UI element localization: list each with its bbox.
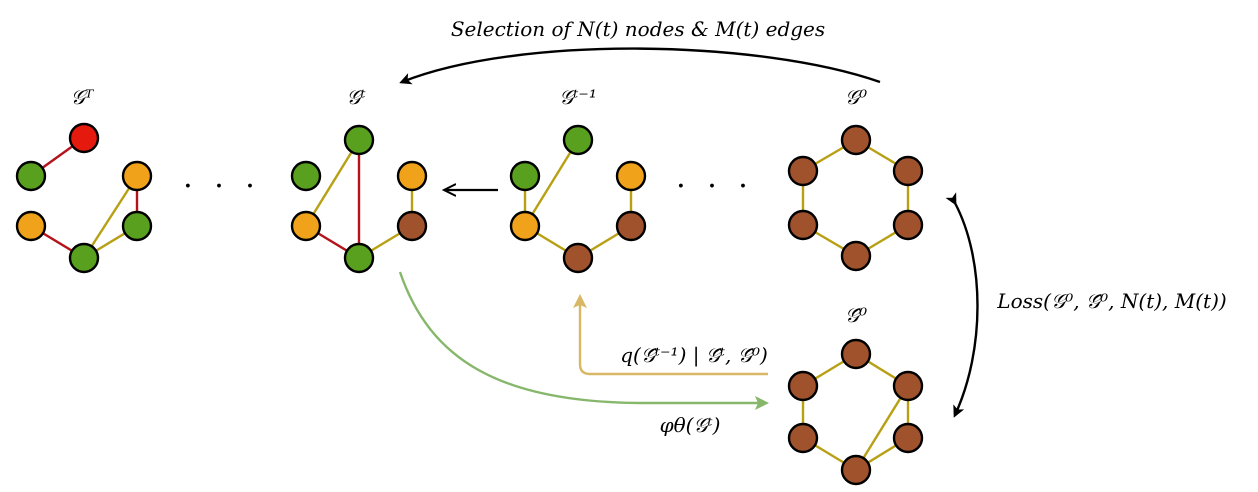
graph-node xyxy=(892,370,924,402)
graph-t-edges xyxy=(304,139,414,260)
graph-0-label: 𝒢⁰ xyxy=(845,85,867,109)
graph-node xyxy=(562,242,594,274)
graph-node xyxy=(892,422,924,454)
graph-node xyxy=(840,240,872,272)
selection-arrow xyxy=(399,47,881,85)
graph-edge xyxy=(854,385,910,471)
graph-t-label: 𝒢ᵗ xyxy=(346,85,365,109)
graph-node xyxy=(396,210,428,242)
graph-hat0-edges xyxy=(801,352,910,472)
graph-tm1-edges xyxy=(523,139,633,260)
graph-node xyxy=(787,422,819,454)
graph-node xyxy=(290,210,322,242)
graph-node xyxy=(121,160,153,192)
posterior-label: q(𝒢̂ᵗ⁻¹) | 𝒢̂ᵗ, 𝒢̂⁰) xyxy=(620,343,768,368)
graph-node xyxy=(509,210,541,242)
graph-hat0-label: 𝒢̂⁰ xyxy=(845,303,867,327)
graph-node xyxy=(615,210,647,242)
graph-0-edges xyxy=(801,138,910,258)
graph-T xyxy=(15,122,153,274)
loss-arrow xyxy=(945,192,979,418)
graph-hat0 xyxy=(787,338,924,486)
graph-node xyxy=(615,160,647,192)
graph-node xyxy=(121,210,153,242)
loss-label: Loss(𝒢⁰, 𝒢̂⁰, N(t), M(t)) xyxy=(996,289,1226,313)
graph-t xyxy=(290,124,428,274)
graph-node xyxy=(343,124,375,156)
model-label: φθ(𝒢ᵗ) xyxy=(660,413,721,437)
graph-T-label: 𝒢ᵀ xyxy=(71,85,95,109)
graph-node xyxy=(787,209,819,241)
graph-node xyxy=(15,210,47,242)
graph-node xyxy=(68,122,100,154)
posterior-arrow xyxy=(573,294,768,376)
graph-node xyxy=(396,160,428,192)
graph-node xyxy=(15,160,47,192)
ellipsis-right: · · · xyxy=(676,169,754,204)
ellipsis-left: · · · xyxy=(183,169,261,204)
graph-node xyxy=(892,209,924,241)
graph-edge xyxy=(82,175,139,259)
graph-node xyxy=(68,242,100,274)
graph-tm1-label: 𝒢ᵗ⁻¹ xyxy=(559,85,597,109)
graph-node xyxy=(787,370,819,402)
graph-node xyxy=(509,160,541,192)
graph-node xyxy=(892,155,924,187)
graph-node xyxy=(840,338,872,370)
graph-T-edges xyxy=(30,137,139,260)
graph-tm1 xyxy=(509,124,647,274)
graph-node xyxy=(290,160,322,192)
graph-node xyxy=(562,124,594,156)
graph-0 xyxy=(787,124,924,272)
top-caption: Selection of N(t) nodes & M(t) edges xyxy=(451,17,825,41)
graph-node xyxy=(840,124,872,156)
graph-node xyxy=(343,242,375,274)
graph-edge xyxy=(304,139,361,227)
model-arrow xyxy=(398,271,769,410)
graph-node xyxy=(787,155,819,187)
graph-node xyxy=(840,454,872,486)
graph-edge xyxy=(523,139,580,227)
